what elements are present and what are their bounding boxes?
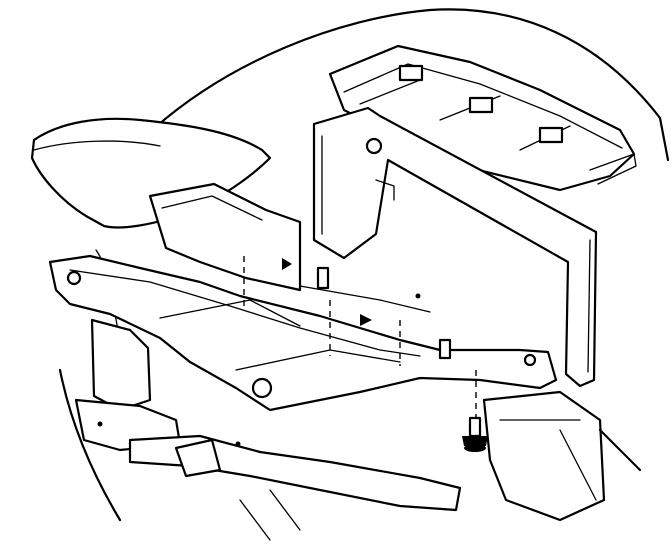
- left-chassis-rail: [74, 182, 302, 452]
- detail-marks: [97, 258, 421, 447]
- upper-tie-bar: [328, 44, 637, 192]
- suspension-tube: [128, 434, 462, 541]
- fastener-bolt: [462, 416, 488, 452]
- alignment-guides: [243, 256, 477, 418]
- right-lower-structure: [482, 390, 642, 522]
- radiator-support-frame: [312, 106, 598, 388]
- front-crossmember-bracket: [48, 254, 558, 412]
